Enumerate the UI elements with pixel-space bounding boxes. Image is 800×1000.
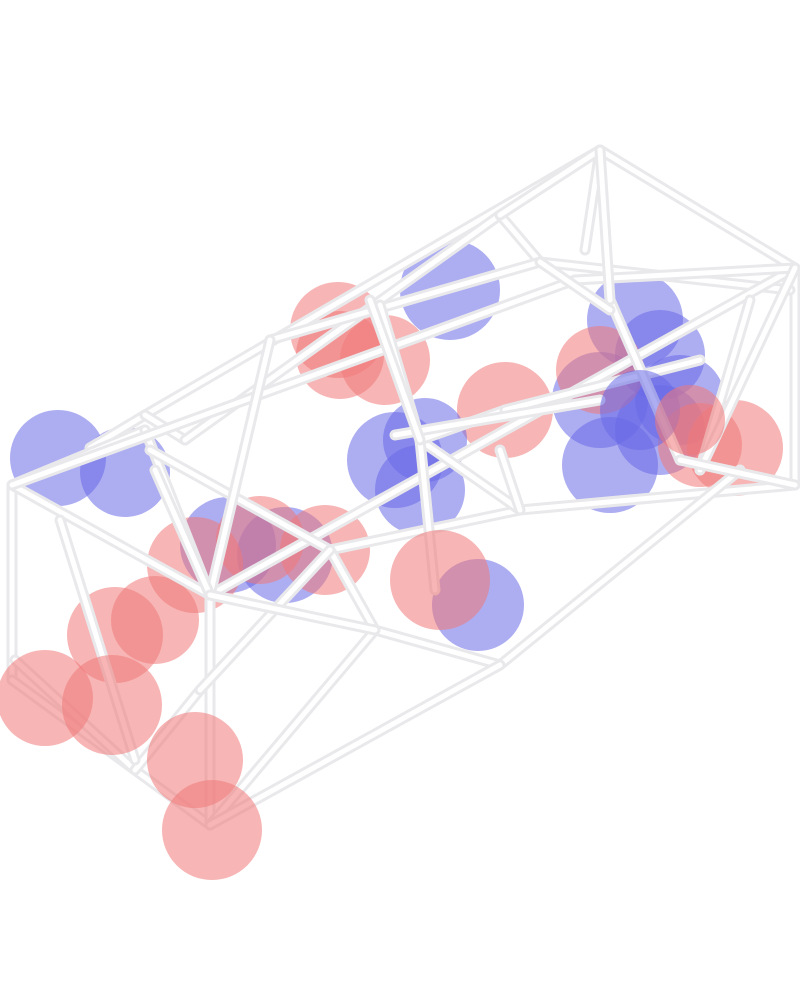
strut-highlight: [367, 297, 423, 443]
strut-highlight: [147, 447, 333, 553]
strut-highlight: [327, 547, 378, 633]
strut-highlight: [597, 147, 798, 271]
strut-highlight: [502, 357, 703, 413]
strut-highlight: [372, 627, 503, 668]
strut-highlight: [9, 482, 213, 598]
strut-highlight: [497, 447, 523, 513]
strut-highlight: [207, 662, 503, 828]
strut-highlight: [152, 467, 213, 598]
strut-highlight: [267, 259, 543, 343]
strut-highlight: [197, 547, 333, 693]
strut-highlight: [9, 277, 578, 488]
front-sphere-layer: [0, 370, 725, 880]
red-sphere: [162, 780, 262, 880]
strut-highlight: [392, 397, 603, 438]
strut-highlight: [677, 457, 798, 488]
red-sphere: [655, 385, 725, 455]
red-sphere: [62, 655, 162, 755]
strut-highlight: [417, 437, 523, 513]
strut-highlight: [537, 259, 613, 313]
strut-highlight: [87, 412, 148, 451]
strut-highlight: [597, 147, 613, 303]
strut-highlight: [207, 337, 273, 598]
strut-highlight: [517, 482, 798, 513]
strut-highlight: [497, 147, 603, 218]
red-sphere: [390, 530, 490, 630]
strut-highlight: [207, 592, 378, 633]
strut-highlight: [497, 212, 543, 265]
strut-highlight: [497, 467, 743, 668]
